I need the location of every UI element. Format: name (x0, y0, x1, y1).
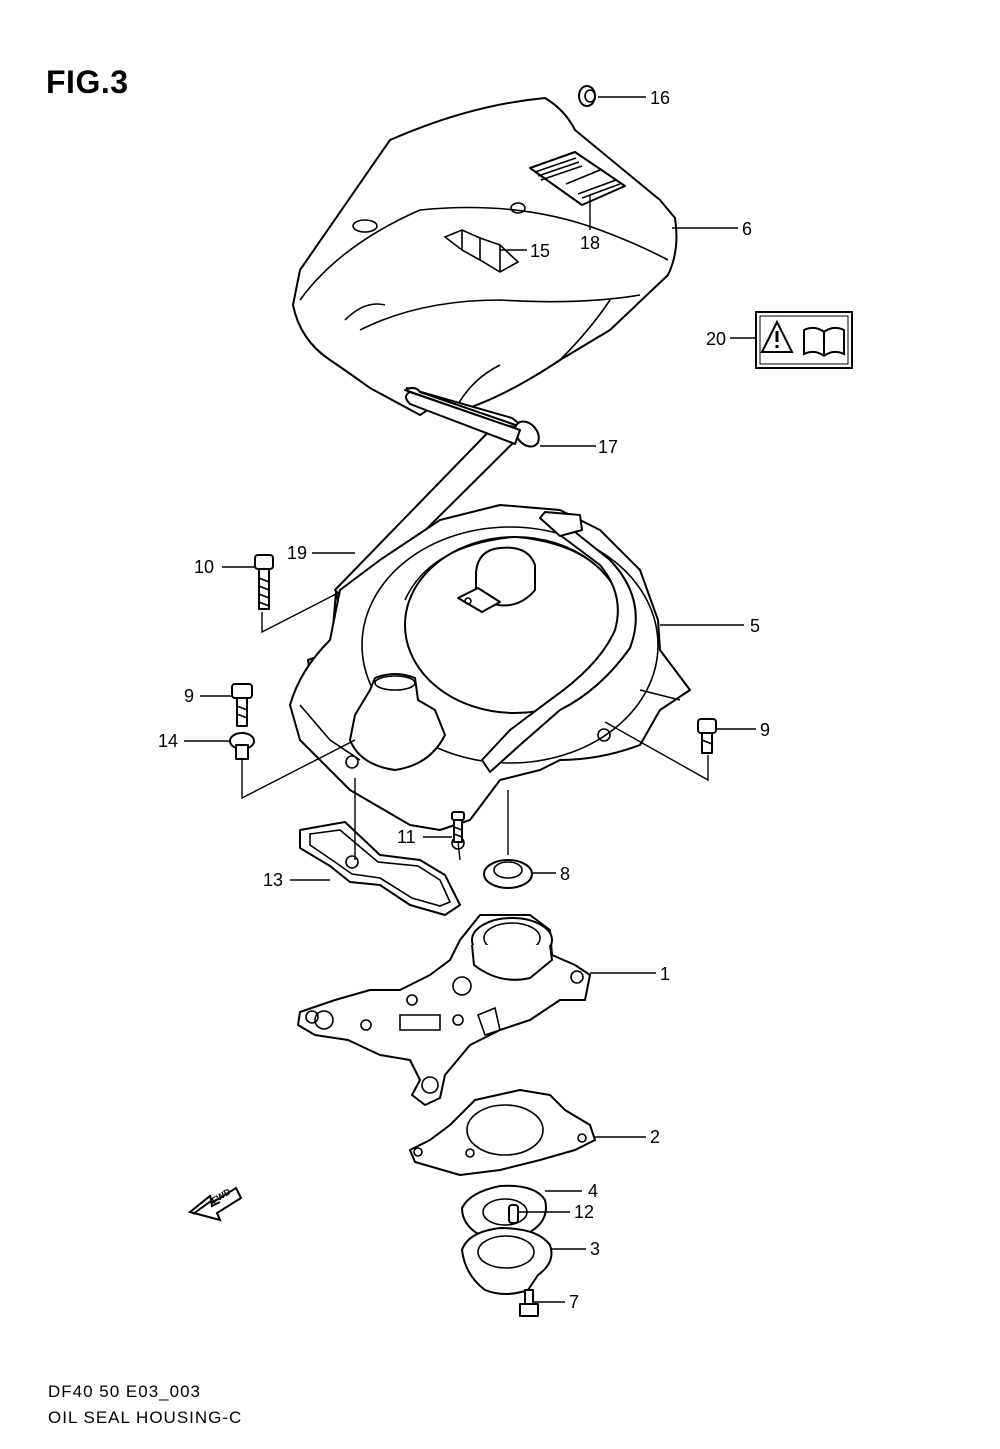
callout-labels: 16 6 15 18 20 17 19 10 5 9 14 9 11 8 13 … (158, 88, 770, 1312)
figure-title: FIG.3 (46, 64, 129, 100)
oil-seal-housing-part-1 (297, 914, 591, 1106)
callout-16: 16 (650, 88, 670, 108)
diagram-code: DF40 50 E03_003 (48, 1382, 201, 1401)
callout-17: 17 (598, 437, 618, 457)
leader-lines (184, 96, 756, 1303)
callout-19: 19 (287, 543, 307, 563)
warning-label-20 (755, 311, 853, 369)
assembly-guide-lines (241, 591, 709, 861)
washer-part-14 (229, 732, 255, 760)
bolt-part-10 (254, 554, 274, 610)
callout-2: 2 (650, 1127, 660, 1147)
bolt-part-11 (451, 811, 465, 843)
callout-13: 13 (263, 870, 283, 890)
callout-10: 10 (194, 557, 214, 577)
callout-12: 12 (574, 1202, 594, 1222)
callout-3: 3 (590, 1239, 600, 1259)
callout-11: 11 (397, 827, 416, 847)
warning-triangle-icon (760, 319, 794, 353)
callout-18: 18 (580, 233, 600, 253)
callout-9-right: 9 (760, 720, 770, 740)
callout-8: 8 (560, 864, 570, 884)
top-cover-part (292, 97, 678, 416)
bolt-part-9-left (231, 683, 253, 727)
bolt-part-9-right (697, 718, 717, 754)
housing-part-5 (289, 504, 691, 850)
callout-20: 20 (706, 329, 726, 349)
callout-14: 14 (158, 731, 178, 751)
callout-1: 1 (660, 964, 670, 984)
callout-9-left: 9 (184, 686, 194, 706)
callout-15: 15 (530, 241, 550, 261)
callout-5: 5 (750, 616, 760, 636)
bolt-part-7 (519, 1289, 539, 1317)
grommet-part-16 (578, 85, 596, 107)
callout-6: 6 (742, 219, 752, 239)
gasket-part-2 (409, 1089, 596, 1176)
gasket-part-13 (299, 821, 461, 916)
callout-7: 7 (569, 1292, 579, 1312)
seal-housing-part-3 (461, 1227, 553, 1295)
callout-4: 4 (588, 1181, 598, 1201)
seal-part-8 (483, 859, 533, 889)
open-book-icon (803, 326, 845, 358)
pin-part-12 (508, 1204, 519, 1224)
forward-direction-marker: FWD (187, 1186, 243, 1222)
diagram-name: OIL SEAL HOUSING-C (48, 1408, 243, 1427)
